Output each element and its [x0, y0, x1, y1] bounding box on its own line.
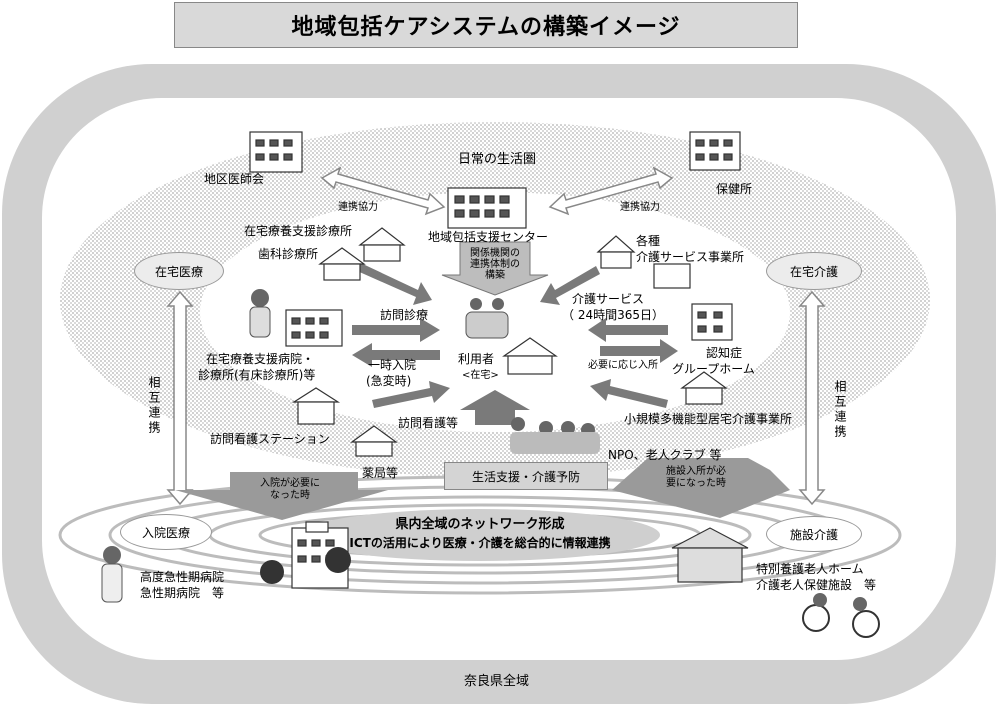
nursing-home-label2: 介護老人保健施設 等 [756, 578, 877, 592]
center-box-line2: 連携体制の [470, 258, 520, 270]
small-multi-label: 小規模多機能型居宅介護事業所 [624, 412, 793, 426]
dental-label: 歯科診療所 [258, 247, 319, 261]
inpatient-oval: 入院医療 [120, 514, 212, 550]
center-box-line1: 関係機関の [470, 247, 520, 259]
admit-needed-line1: 入院が必要に [260, 478, 320, 489]
support-box: 生活支援・介護予防 [444, 462, 608, 490]
facility-care-oval: 施設介護 [766, 516, 862, 552]
hospital-label2: 診療所(有床診療所)等 [198, 368, 316, 382]
as-needed-label: 必要に応じ入所 [588, 360, 658, 371]
care-service-label2: （ 24時間365日） [562, 308, 664, 322]
facility-needed-text: 施設入所が必 要になった時 [656, 464, 736, 492]
daily-sphere-label: 日常の生活圏 [458, 152, 537, 167]
people-icons [101, 289, 880, 638]
care-service-label1: 介護サービス [572, 292, 645, 306]
center-label: 地域包括支援センター [428, 230, 549, 244]
page-title: 地域包括ケアシステムの構築イメージ [174, 2, 798, 48]
network-line2: ICTの活用により医療・介護を総合的に情報連携 [349, 536, 611, 550]
center-box-text: 関係機関の 連携体制の 構築 [462, 246, 528, 282]
temp-admit-label1: 一時入院 [368, 358, 417, 372]
temp-admit-label2: (急変時) [366, 374, 412, 388]
network-text: 県内全域のネットワーク形成 ICTの活用により医療・介護を総合的に情報連携 [330, 516, 630, 552]
home-clinic-label: 在宅療養支援診療所 [244, 224, 353, 238]
visit-care-label: 訪問診療 [380, 308, 429, 322]
arrow-temp-admit [352, 343, 440, 367]
arrow-service [540, 266, 600, 305]
arrow-facility-needed [612, 458, 790, 518]
admit-needed-line2: なった時 [270, 490, 310, 501]
facility-needed-line1: 施設入所が必 [666, 466, 726, 477]
admit-needed-text: 入院が必要に なった時 [250, 476, 330, 504]
coop-left-label: 連携協力 [338, 202, 378, 213]
home-care-oval: 在宅介護 [766, 252, 862, 290]
network-core [300, 509, 660, 561]
mutual-right-label: 相互連携 [833, 380, 847, 440]
user-label: 利用者 [458, 352, 495, 366]
user-sub-label: <在宅> [462, 370, 499, 381]
mutual-left-label: 相互連携 [147, 376, 161, 436]
arrow-clinic [346, 258, 432, 305]
mutual-arrow-left [166, 290, 194, 506]
service-label2: 介護サービス事業所 [636, 250, 745, 264]
facility-needed-line2: 要になった時 [666, 478, 726, 489]
prefecture-label: 奈良県全域 [464, 674, 530, 689]
coop-arrow-left [320, 166, 446, 216]
arrow-support-up [460, 390, 530, 425]
mutual-arrow-right [798, 290, 826, 506]
coop-arrow-right [548, 166, 674, 216]
coop-right-label: 連携協力 [620, 202, 660, 213]
arrow-care-service [588, 318, 668, 342]
pharmacy-label: 薬局等 [362, 466, 399, 480]
health-center-label: 保健所 [716, 182, 753, 196]
nursing-home-label1: 特別養護老人ホーム [756, 562, 864, 576]
district-medical-label: 地区医師会 [204, 172, 265, 186]
group-home-label2: グループホーム [672, 362, 755, 376]
hospital-label1: 在宅療養支援病院・ [206, 352, 315, 366]
center-box-line3: 構築 [485, 269, 505, 281]
home-medical-oval: 在宅医療 [134, 252, 224, 290]
network-line1: 県内全域のネットワーク形成 [395, 517, 565, 532]
visit-nursing-label: 訪問看護等 [398, 416, 459, 430]
group-home-label1: 認知症 [706, 346, 743, 360]
arrow-small-multi [590, 379, 668, 408]
acute-label2: 急性期病院 等 [140, 586, 225, 600]
arrow-as-needed [600, 339, 678, 363]
acute-label1: 高度急性期病院 [140, 570, 225, 584]
service-label1: 各種 [636, 234, 661, 248]
npo-label: NPO、老人クラブ 等 [608, 448, 722, 462]
center-down-arrow [441, 241, 549, 296]
building-icons [249, 131, 749, 589]
arrow-visit-care [352, 318, 440, 342]
nursing-station-label: 訪問看護ステーション [210, 432, 330, 446]
arrow-admit-needed [175, 472, 388, 520]
arrow-nursing [372, 381, 450, 408]
